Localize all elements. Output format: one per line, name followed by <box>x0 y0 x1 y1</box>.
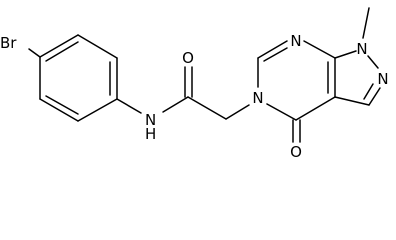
label-ring-nitrogen-n5: N <box>252 89 263 107</box>
bond-c6-n7-inner <box>263 47 288 62</box>
atom-labels: Br N H O N N N N O <box>0 32 389 161</box>
bond-benzene-c1-c2 <box>39 34 79 58</box>
bond-c4-n5 <box>266 103 297 121</box>
bonds <box>28 7 381 143</box>
bond-c3-c3a <box>334 96 370 106</box>
bond-c7a-n1 <box>334 50 357 59</box>
chemical-structure-diagram: Br N H O N N N N O <box>0 7 389 161</box>
label-pyrazole-nitrogen-n1: N <box>356 40 367 58</box>
bond-benzene-inner-c1-c2 <box>45 41 79 62</box>
bond-ch2-n5 <box>225 104 250 120</box>
bond-benzene-c2-c3 <box>77 34 118 59</box>
bond-n1-methyl <box>362 7 370 39</box>
bond-c3a-c4 <box>295 96 336 121</box>
label-ring-nitrogen-n7: N <box>290 32 301 50</box>
bond-n2-c3 <box>368 87 381 106</box>
bond-c4-nh <box>116 98 142 114</box>
bond-c6-n7 <box>257 40 288 59</box>
bond-n2-c3-inner <box>363 83 374 100</box>
bond-n1-n2 <box>367 55 379 69</box>
bond-benzene-c5-c6 <box>39 98 79 122</box>
bond-n7-c7a <box>303 40 336 59</box>
label-pyrazole-nitrogen-n2: N <box>377 70 388 88</box>
bond-benzene-inner-c5-c6 <box>45 95 79 115</box>
label-amide-hydrogen: H <box>145 125 156 143</box>
label-bromine: Br <box>0 34 17 52</box>
label-carbonyl-oxygen-amide: O <box>182 49 194 67</box>
bond-nh-carbonyl <box>162 96 189 113</box>
label-carbonyl-oxygen-ring: O <box>290 143 302 161</box>
bond-benzene-c4-c5 <box>77 98 118 122</box>
bond-carbonyl-ch2 <box>187 96 227 120</box>
bond-br-c1 <box>28 48 41 58</box>
label-amide-nitrogen: N <box>145 111 156 129</box>
